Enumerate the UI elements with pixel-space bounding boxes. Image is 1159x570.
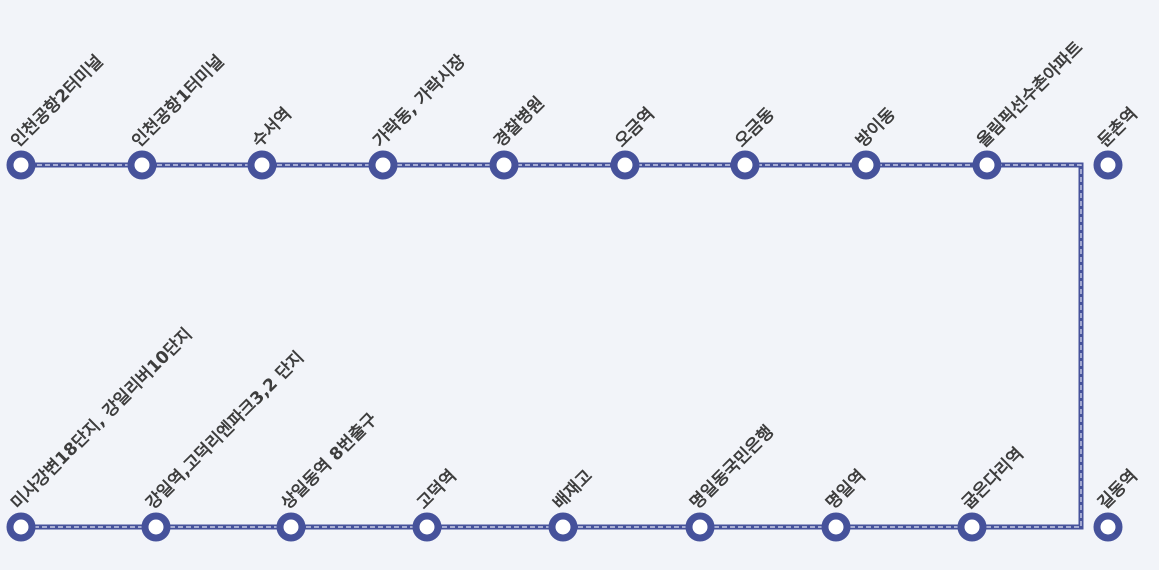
stop: 인천공항2터미널 xyxy=(6,51,108,180)
stop: 길동역 xyxy=(1093,466,1142,542)
stop-marker xyxy=(851,150,881,180)
stop-label: 오금동 xyxy=(731,104,779,152)
stop-label: 배재고 xyxy=(549,466,597,514)
stop-marker xyxy=(489,150,519,180)
stop: 상일동역 8번출구 xyxy=(276,409,382,542)
stop: 미사강변18단지, 강일리버10단지 xyxy=(6,324,196,542)
stop-label: 길동역 xyxy=(1094,466,1141,513)
stop-label: 굽은다리역 xyxy=(958,444,1027,513)
stop-marker xyxy=(247,150,277,180)
stop-label: 올림픽선수촌아파트 xyxy=(973,38,1087,152)
stop: 명일동국민은행 xyxy=(685,422,778,542)
stop-marker xyxy=(1093,512,1123,542)
stop-marker xyxy=(957,512,987,542)
stop-label: 인천공항1터미널 xyxy=(128,51,229,152)
stop-label: 수서역 xyxy=(248,104,295,151)
stop-marker xyxy=(1093,150,1123,180)
stop-label: 방이동 xyxy=(852,104,900,152)
stop: 인천공항1터미널 xyxy=(127,51,229,180)
stop-label: 상일동역 8번출구 xyxy=(277,409,381,513)
stop-marker xyxy=(368,150,398,180)
stop: 가락동, 가락시장 xyxy=(368,51,470,180)
stop-marker xyxy=(821,512,851,542)
stop: 굽은다리역 xyxy=(957,444,1028,542)
stop: 강일역,고덕리엔파크3,2 단지 xyxy=(141,348,308,542)
stop-label: 오금역 xyxy=(611,104,658,151)
stop-marker xyxy=(6,150,36,180)
stop-marker xyxy=(972,150,1002,180)
stop-marker xyxy=(6,512,36,542)
stop-marker xyxy=(412,512,442,542)
stop-marker xyxy=(127,150,157,180)
stop-label: 강일역,고덕리엔파크3,2 단지 xyxy=(142,348,308,514)
stop-marker xyxy=(141,512,171,542)
stop-marker xyxy=(730,150,760,180)
stop-marker xyxy=(276,512,306,542)
stop-label: 고덕역 xyxy=(413,466,460,513)
stop-label: 경찰병원 xyxy=(490,93,548,151)
stop-label: 인천공항2터미널 xyxy=(7,51,108,152)
stop-marker xyxy=(610,150,640,180)
stop-label: 둔촌역 xyxy=(1094,104,1141,151)
stop-marker xyxy=(685,512,715,542)
stop-label: 가락동, 가락시장 xyxy=(369,51,470,152)
stop: 둔촌역 xyxy=(1093,104,1142,180)
stop-marker xyxy=(548,512,578,542)
stop-label: 명일역 xyxy=(822,466,869,513)
stop-label: 명일동국민은행 xyxy=(686,422,778,514)
stop: 올림픽선수촌아파트 xyxy=(972,38,1087,180)
